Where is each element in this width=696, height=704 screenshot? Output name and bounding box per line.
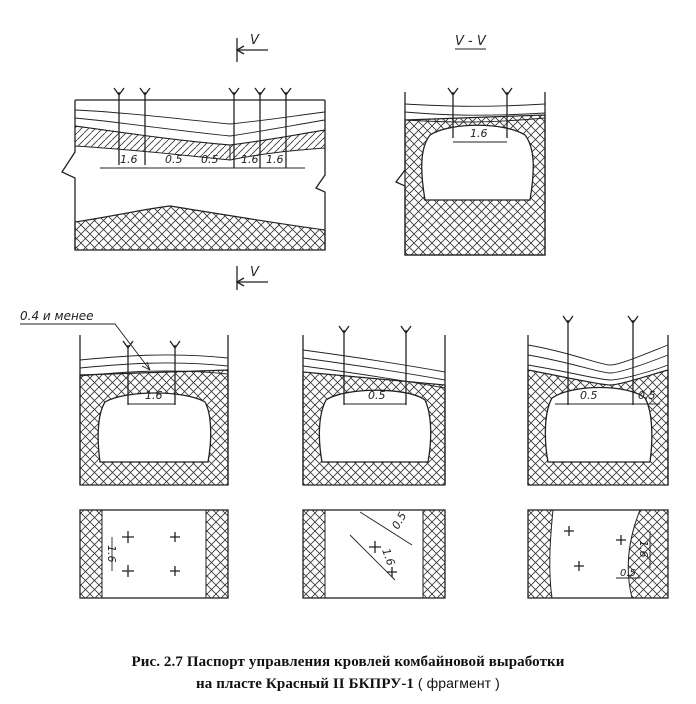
figure-caption-line2-main: на пласте Красный II БКПРУ-1 — [196, 676, 415, 692]
dim-0-5-right-a: 0.5 — [580, 389, 598, 402]
section-mark-top: V — [235, 33, 268, 62]
longitudinal-section: V V 1.6 0.5 0.5 — [61, 33, 326, 290]
plan-middle: 0.5 1.6 — [302, 509, 446, 599]
dim-1-6-left: 1.6 — [145, 389, 163, 402]
figure-caption-line1: Рис. 2.7 Паспорт управления кровлей комб… — [131, 654, 565, 670]
cross-section-v-v: V - V 1.6 — [394, 34, 546, 256]
profile-right: 0.5 0.5 — [527, 315, 669, 486]
dim-1-6-vv: 1.6 — [470, 127, 488, 140]
dim-0-5-plan-right: 0.5 — [620, 568, 636, 579]
dim-1-6-c: 1.6 — [266, 153, 284, 166]
roof-bolts — [113, 87, 292, 168]
profile-left: 1.6 0.4 и менее — [20, 309, 229, 486]
dim-1-6-plan-right: 1.6 — [637, 540, 650, 558]
profile-middle: 0.5 — [302, 325, 446, 486]
dim-0-5-b: 0.5 — [201, 153, 219, 166]
dim-0-5-a: 0.5 — [165, 153, 183, 166]
dim-0-5-plan-middle: 0.5 — [389, 510, 409, 532]
plan-left: 1.6 — [79, 509, 229, 599]
section-mark-bottom: V — [235, 265, 268, 290]
section-mark-label-top: V — [250, 33, 260, 48]
plan-right: 1.6 0.5 — [527, 509, 669, 599]
section-mark-label-bottom: V — [250, 265, 260, 280]
dim-0-5-middle: 0.5 — [368, 389, 386, 402]
section-title: V - V — [455, 34, 487, 49]
dim-0-4-note: 0.4 и менее — [20, 309, 94, 323]
dim-0-5-right-b: 0.5 — [638, 389, 656, 402]
figure-caption-fragment: ( фрагмент ) — [417, 675, 500, 691]
dim-1-6-plan-left: 1.6 — [105, 545, 118, 563]
figure-caption-line2: на пласте Красный II БКПРУ-1 ( фрагмент … — [0, 675, 696, 693]
dim-1-6-a: 1.6 — [120, 153, 138, 166]
dim-1-6-plan-middle: 1.6 — [379, 547, 397, 568]
dim-1-6-b: 1.6 — [241, 153, 259, 166]
